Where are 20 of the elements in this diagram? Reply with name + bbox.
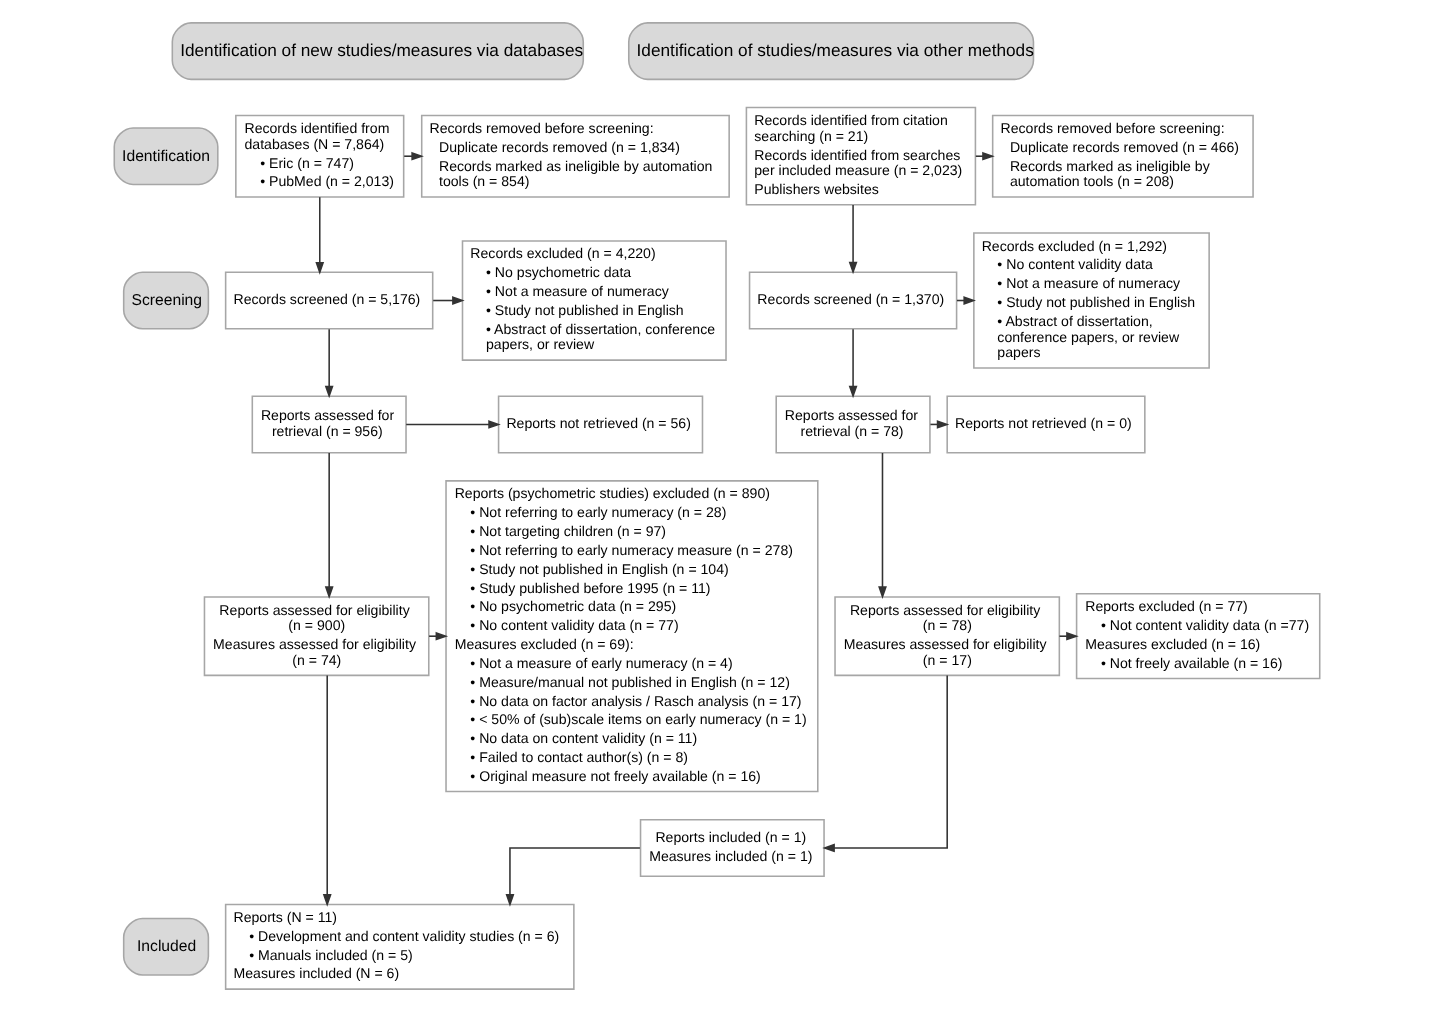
arrow	[847, 328, 857, 399]
arrow	[323, 328, 333, 399]
arrow	[821, 674, 947, 853]
arrow	[974, 151, 994, 161]
arrow	[323, 452, 333, 599]
arrow	[427, 631, 448, 641]
arrow	[877, 452, 886, 599]
node-box: Screening	[121, 271, 209, 330]
node-box: Identification	[112, 127, 218, 186]
arrow	[431, 296, 464, 305]
arrow	[404, 420, 500, 429]
node-box: Identification of studies/measures via other methods	[627, 22, 1034, 81]
node-box: Included	[121, 917, 209, 976]
arrow	[321, 674, 331, 907]
arrow	[847, 204, 857, 275]
node-box: Identification of new studies/measures via databases	[170, 22, 584, 81]
arrow	[402, 151, 423, 161]
arrow	[504, 847, 640, 907]
arrow	[314, 196, 324, 275]
arrow	[1057, 631, 1078, 641]
